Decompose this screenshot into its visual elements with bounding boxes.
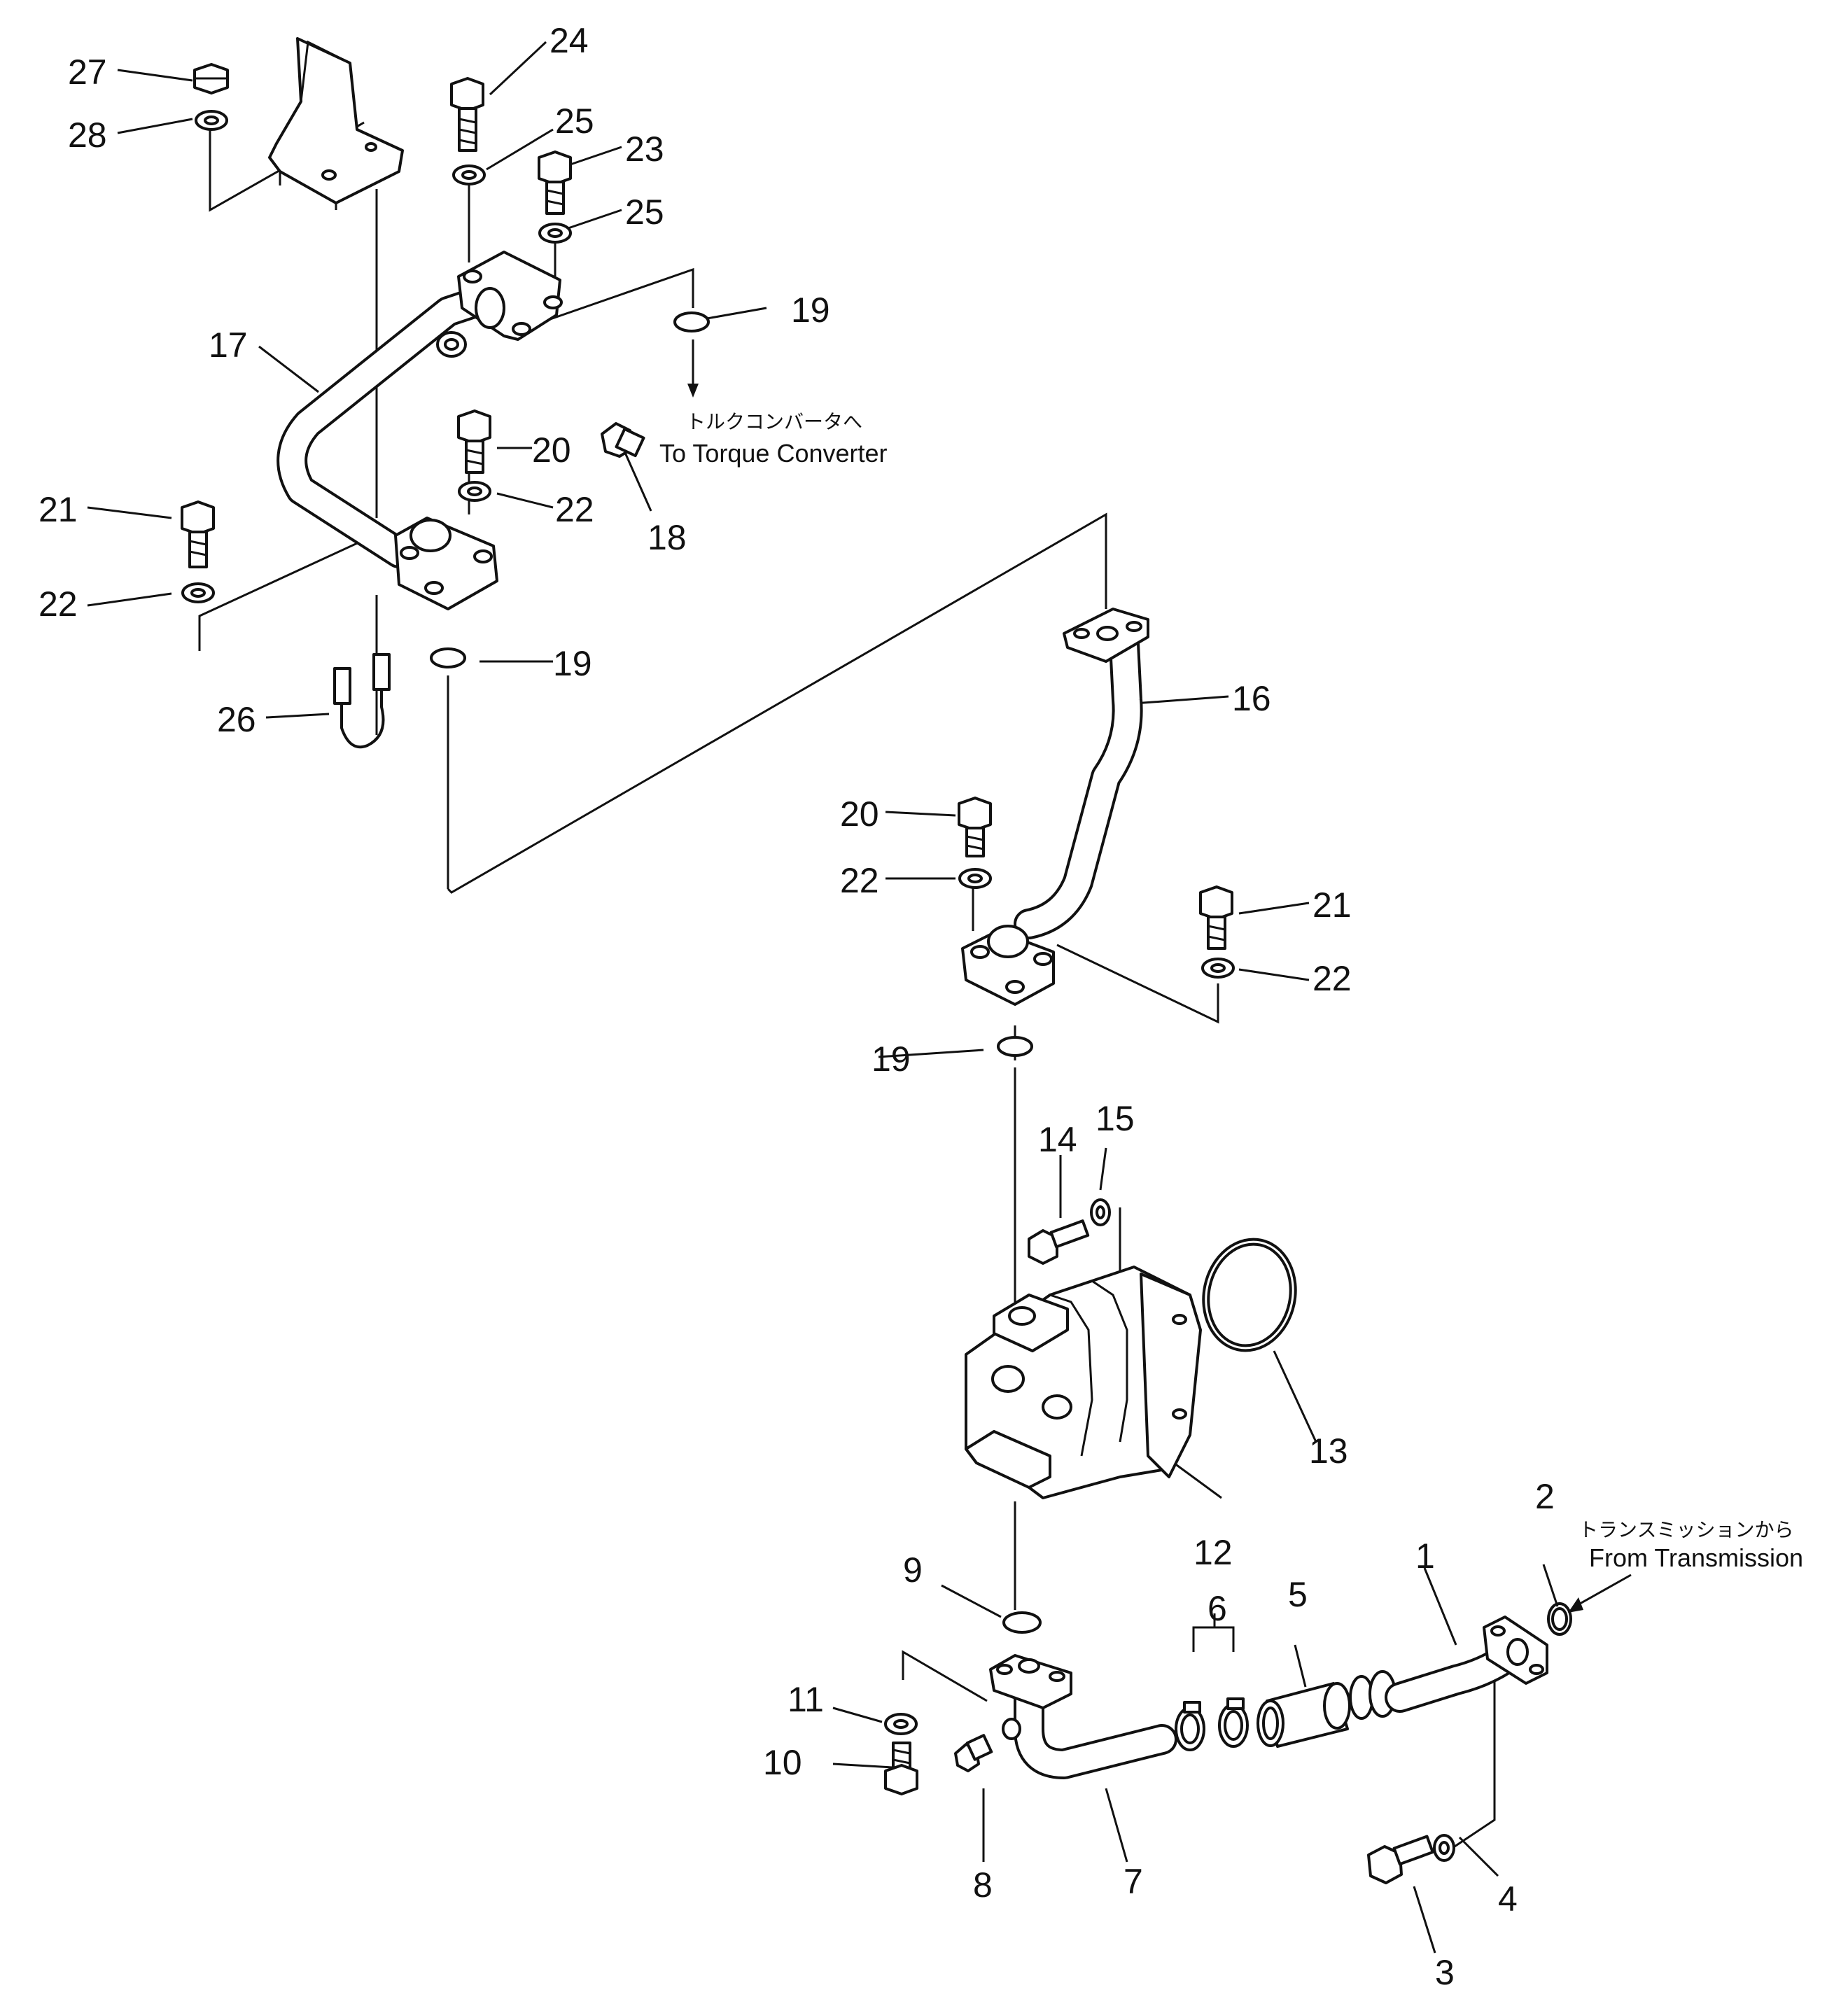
bolt-20-a <box>457 409 491 474</box>
label-28: 28 <box>68 115 107 155</box>
label-25-b: 25 <box>625 192 664 232</box>
flow-notes: トルクコンバータへ To Torque Converter トランスミッションか… <box>659 410 1803 1572</box>
label-5: 5 <box>1288 1575 1308 1614</box>
oring-13 <box>1202 1238 1297 1352</box>
label-4: 4 <box>1498 1879 1518 1919</box>
washer-22-c <box>958 868 992 889</box>
label-23: 23 <box>625 129 664 169</box>
label-1: 1 <box>1415 1536 1435 1576</box>
label-21-a: 21 <box>38 490 78 529</box>
tube-17 <box>276 282 505 568</box>
label-22-b: 22 <box>38 584 78 624</box>
bolt-3 <box>1367 1835 1434 1884</box>
tube-1 <box>1385 1644 1520 1713</box>
flange-7 <box>989 1654 1072 1709</box>
label-21-b: 21 <box>1312 885 1352 925</box>
flange-16-top <box>1063 608 1149 663</box>
label-20-b: 20 <box>840 794 879 834</box>
label-16: 16 <box>1232 679 1271 718</box>
nut-27 <box>193 63 229 94</box>
bolt-20-b <box>958 797 992 857</box>
clamp-6-b <box>1218 1697 1249 1748</box>
label-7: 7 <box>1124 1862 1143 1901</box>
note-torque-jp: トルクコンバータへ <box>686 410 862 433</box>
label-22-d: 22 <box>1312 959 1352 998</box>
label-27: 27 <box>68 52 107 92</box>
washer-22-d <box>1201 958 1235 979</box>
bolt-24 <box>450 77 484 152</box>
washer-4 <box>1433 1834 1455 1862</box>
label-26: 26 <box>217 700 256 739</box>
fitting-8 <box>954 1734 993 1772</box>
washer-22-b <box>181 582 215 603</box>
label-20-a: 20 <box>532 430 571 470</box>
washer-25-b <box>538 223 572 244</box>
fitting-18 <box>601 422 645 458</box>
washer-25-a <box>452 164 486 185</box>
hose-5 <box>1256 1670 1396 1748</box>
label-8: 8 <box>973 1865 993 1905</box>
label-19-a: 19 <box>791 290 830 330</box>
label-3: 3 <box>1435 1953 1455 1992</box>
bolt-10 <box>884 1742 918 1795</box>
oring-19-a <box>673 311 710 332</box>
label-17: 17 <box>209 325 248 365</box>
flange-17-bottom <box>394 517 498 610</box>
tube-16 <box>1014 615 1143 939</box>
bolt-23 <box>538 150 572 215</box>
fitting-7-plug <box>1002 1718 1021 1740</box>
label-6: 6 <box>1208 1589 1227 1628</box>
flange-16-bottom <box>961 925 1055 1006</box>
label-9: 9 <box>903 1550 923 1590</box>
note-torque-en: To Torque Converter <box>659 439 888 468</box>
label-11: 11 <box>788 1680 824 1719</box>
washer-15 <box>1090 1198 1111 1226</box>
oring-2 <box>1547 1602 1572 1636</box>
bolt-14 <box>1028 1219 1090 1265</box>
oring-19-c <box>997 1036 1033 1057</box>
label-25-a: 25 <box>555 101 594 141</box>
washer-22-a <box>458 481 491 502</box>
fitting-17 <box>436 331 467 358</box>
label-22-c: 22 <box>840 861 879 900</box>
label-13: 13 <box>1309 1431 1348 1471</box>
label-15: 15 <box>1096 1099 1135 1138</box>
clamp-6-a <box>1175 1701 1205 1751</box>
label-19-b: 19 <box>553 644 592 683</box>
bracket <box>268 37 404 210</box>
label-2: 2 <box>1535 1477 1555 1516</box>
bolt-21-b <box>1199 885 1233 950</box>
note-trans-en: From Transmission <box>1589 1543 1803 1572</box>
flange-1 <box>1483 1616 1548 1685</box>
tube-7 <box>1014 1665 1177 1779</box>
leader-lines <box>87 41 1559 1954</box>
oring-9 <box>1002 1611 1042 1634</box>
ubolt-26 <box>333 653 391 749</box>
label-18: 18 <box>648 518 687 557</box>
label-14: 14 <box>1038 1120 1077 1159</box>
note-trans-jp: トランスミッションから <box>1578 1518 1793 1541</box>
label-12: 12 <box>1194 1533 1233 1572</box>
flange-17-top <box>457 251 563 341</box>
oring-19-b <box>430 647 466 668</box>
pump-12 <box>965 1266 1202 1499</box>
label-10: 10 <box>763 1743 802 1782</box>
part-numbers: 27 28 24 25 23 25 19 17 20 22 18 21 22 1… <box>38 21 1555 1992</box>
label-24: 24 <box>550 21 589 60</box>
bolt-21-a <box>181 500 215 568</box>
washer-28 <box>195 110 228 131</box>
label-22-a: 22 <box>555 490 594 529</box>
washer-11 <box>884 1713 918 1735</box>
label-19-c: 19 <box>872 1039 911 1079</box>
assembly-lines <box>198 121 1632 1849</box>
